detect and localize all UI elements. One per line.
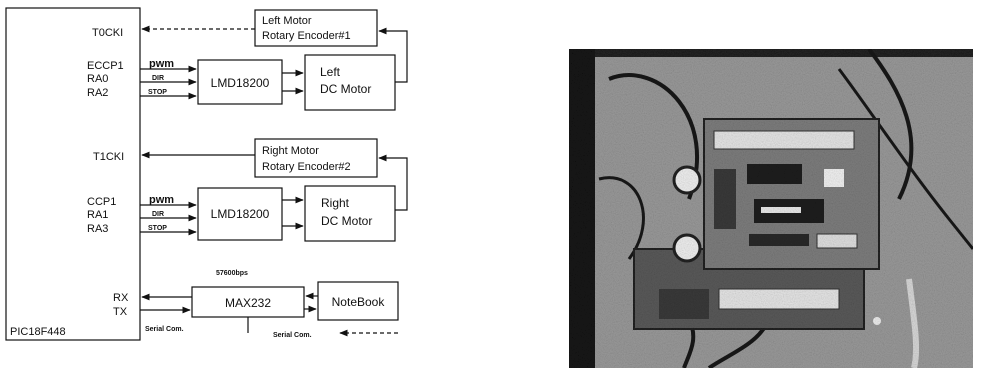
left-sig-stop: STOP — [148, 89, 167, 96]
notebook-label: NoteBook — [332, 295, 386, 309]
right-sig-dir: DIR — [152, 211, 164, 218]
left-encoder-line2: Rotary Encoder#1 — [262, 30, 351, 42]
pin-rx: RX — [113, 292, 129, 304]
max232-label: MAX232 — [225, 296, 271, 310]
right-driver-label: LMD18200 — [211, 207, 270, 221]
left-driver-label: LMD18200 — [211, 76, 270, 90]
pin-ra2: RA2 — [87, 87, 108, 99]
left-sig-dir: DIR — [152, 75, 164, 82]
serial-baud: 57600bps — [216, 270, 248, 277]
pin-ra3: RA3 — [87, 223, 108, 235]
circuit-board-photo — [569, 49, 973, 368]
pin-t0cki: T0CKI — [92, 27, 123, 39]
right-encoder-line2: Rotary Encoder#2 — [262, 161, 351, 173]
pin-ra1: RA1 — [87, 209, 108, 221]
left-motor-line1: Left — [320, 65, 341, 79]
right-motor-line2: DC Motor — [321, 214, 372, 228]
serial-label-right: Serial Com. — [273, 332, 312, 339]
left-encoder-line1: Left Motor — [262, 15, 312, 27]
right-sig-pwm: pwm — [149, 194, 174, 206]
mcu-block — [6, 8, 140, 340]
left-motor-line2: DC Motor — [320, 82, 371, 96]
left-sig-pwm: pwm — [149, 58, 174, 70]
pin-eccp1: ECCP1 — [87, 60, 124, 72]
pin-ccp1: CCP1 — [87, 196, 116, 208]
right-encoder-line1: Right Motor — [262, 145, 319, 157]
right-sig-stop: STOP — [148, 225, 167, 232]
block-diagram: PIC18F448 T0CKI ECCP1 RA0 RA2 T1CKI CCP1… — [0, 0, 560, 368]
mcu-name: PIC18F448 — [10, 326, 66, 338]
serial-label-left: Serial Com. — [145, 326, 184, 333]
pin-ra0: RA0 — [87, 73, 108, 85]
pin-t1cki: T1CKI — [93, 151, 124, 163]
right-motor-line1: Right — [321, 196, 350, 210]
pin-tx: TX — [113, 306, 128, 318]
